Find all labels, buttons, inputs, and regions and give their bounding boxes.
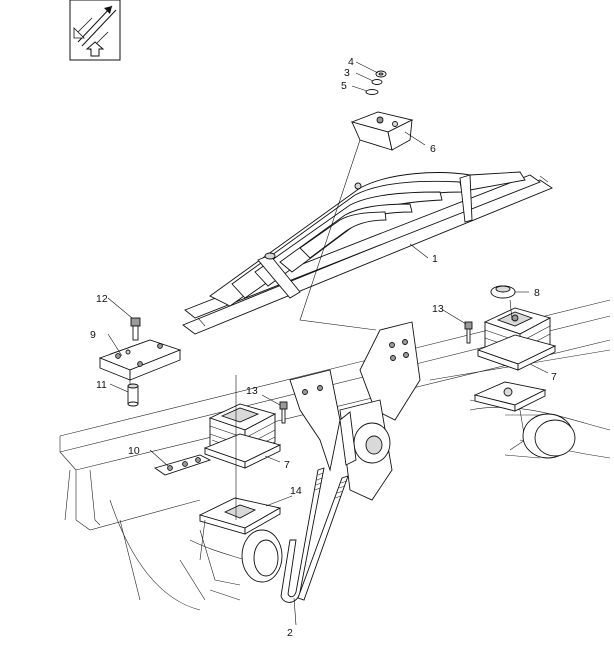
callout-leaders bbox=[107, 61, 549, 626]
bolt-13-left bbox=[279, 401, 288, 424]
callout-8: 8 bbox=[534, 287, 540, 299]
callout-2: 2 bbox=[287, 627, 293, 639]
assembly-guide-lines bbox=[129, 139, 513, 520]
axle-hub-right bbox=[469, 399, 576, 459]
callout-14: 14 bbox=[290, 485, 302, 497]
bracket-plate-9 bbox=[98, 339, 182, 381]
callout-4: 4 bbox=[348, 56, 354, 68]
callout-13-right: 13 bbox=[432, 303, 444, 315]
spring-pad-6 bbox=[350, 111, 414, 151]
callout-13-left: 13 bbox=[246, 385, 258, 397]
bushing-11 bbox=[127, 383, 139, 407]
washer-3 bbox=[371, 79, 383, 85]
callout-9: 9 bbox=[90, 329, 96, 341]
spring-seat-14 bbox=[198, 497, 282, 561]
callout-11: 11 bbox=[96, 379, 107, 391]
leaf-spring-1 bbox=[182, 171, 553, 335]
callout-12: 12 bbox=[96, 293, 108, 305]
nut-4 bbox=[375, 70, 387, 78]
zoom-arrows-icon[interactable] bbox=[69, 0, 121, 61]
spring-seat-right bbox=[473, 381, 547, 412]
axle-hub-left bbox=[179, 529, 283, 601]
washer-5 bbox=[365, 89, 379, 95]
bump-stop-cap-8 bbox=[490, 285, 516, 299]
rubber-buffer-right-7 bbox=[476, 307, 557, 371]
spring-hanger-bracket bbox=[289, 321, 421, 501]
u-bolt-2 bbox=[280, 467, 349, 603]
callout-3: 3 bbox=[344, 67, 350, 79]
link-plate-10 bbox=[153, 454, 212, 476]
callout-6: 6 bbox=[430, 143, 436, 155]
callout-7-right: 7 bbox=[551, 371, 557, 383]
callout-labels: 1 2 3 4 5 6 7 7 8 9 10 11 12 13 13 14 bbox=[90, 56, 557, 639]
bolt-13-right bbox=[464, 321, 473, 344]
callout-10: 10 bbox=[128, 445, 140, 457]
callout-1: 1 bbox=[432, 253, 438, 265]
callout-5: 5 bbox=[341, 80, 347, 92]
bolt-12 bbox=[130, 317, 141, 341]
callout-7-left: 7 bbox=[284, 459, 290, 471]
